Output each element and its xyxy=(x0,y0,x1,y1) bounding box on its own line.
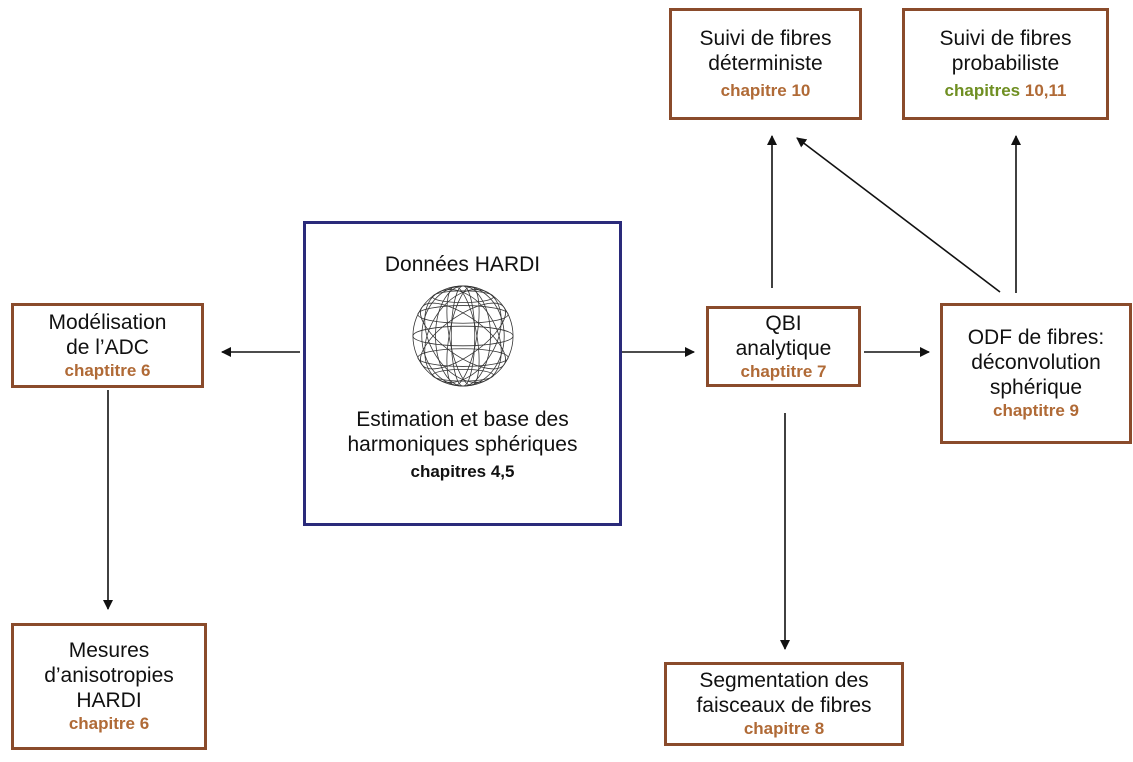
prob-chapter-nums: 10,11 xyxy=(1024,81,1067,100)
adc-line-2: de l’ADC xyxy=(66,335,149,359)
qbi-box: QBI analytique chaptitre 7 xyxy=(706,306,861,387)
qbi-line-2: analytique xyxy=(735,336,832,360)
adc-box: Modélisation de l’ADC chaptitre 6 xyxy=(11,303,204,388)
seg-chapter: chapitre 8 xyxy=(743,719,825,738)
sphere-mesh-icon xyxy=(412,285,513,387)
adc-line-1: Modélisation xyxy=(48,310,167,334)
det-line-2: déterministe xyxy=(708,52,823,75)
prob-chapter: chapitres 10,11 xyxy=(945,80,1067,102)
mesures-line-1: Mesures xyxy=(68,639,150,662)
odf-line-3: sphérique xyxy=(989,376,1083,399)
odf-line-2: déconvolution xyxy=(971,351,1101,374)
det-line-1: Suivi de fibres xyxy=(699,27,832,50)
center-title: Données HARDI xyxy=(384,253,541,276)
adc-chapter: chaptitre 6 xyxy=(64,360,151,380)
odf-box: ODF de fibres: déconvolution sphérique c… xyxy=(940,303,1132,444)
mesures-chapter: chapitre 6 xyxy=(68,714,150,733)
qbi-line-1: QBI xyxy=(765,311,802,335)
odf-line-1: ODF de fibres: xyxy=(967,326,1105,349)
center-chapter: chapitres 4,5 xyxy=(410,462,515,481)
mesures-line-3: HARDI xyxy=(76,689,142,712)
prob-chapter-word: chapitres xyxy=(944,81,1021,100)
seg-box: Segmentation des faisceaux de fibres cha… xyxy=(664,662,904,746)
prob-line-2: probabiliste xyxy=(951,52,1060,75)
prob-box: Suivi de fibres probabiliste chapitres 1… xyxy=(902,8,1109,120)
prob-line-1: Suivi de fibres xyxy=(939,27,1072,50)
center-line-1: Estimation et base des xyxy=(356,408,569,431)
seg-line-1: Segmentation des xyxy=(699,669,869,692)
mesures-box: Mesures d’anisotropies HARDI chapitre 6 xyxy=(11,623,207,750)
odf-chapter: chaptitre 9 xyxy=(993,401,1079,420)
det-chapter: chapitre 10 xyxy=(720,81,811,100)
center-line-2: harmoniques sphériques xyxy=(347,433,578,456)
arrow-odf-to-det xyxy=(796,137,1001,293)
qbi-chapter: chaptitre 7 xyxy=(740,361,827,381)
mesures-line-2: d’anisotropies xyxy=(44,664,174,687)
center-hardi-box: Données HARDI Estimation et base des har… xyxy=(303,221,622,526)
det-box: Suivi de fibres déterministe chapitre 10 xyxy=(669,8,862,120)
seg-line-2: faisceaux de fibres xyxy=(696,694,872,717)
